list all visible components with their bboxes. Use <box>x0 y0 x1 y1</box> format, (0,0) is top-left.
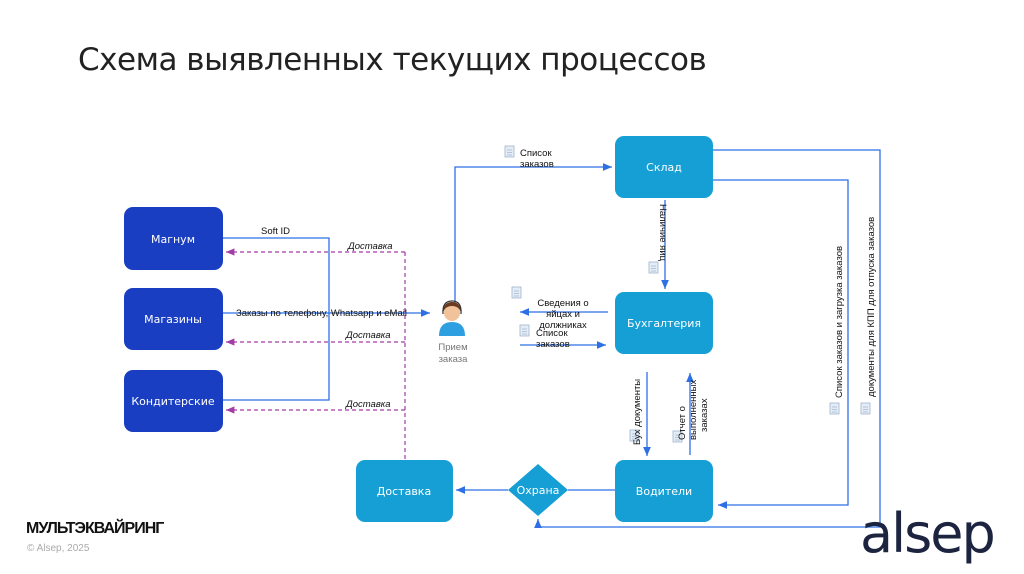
node-buhgalteria[interactable]: Бухгалтерия <box>615 292 713 354</box>
operator-icon <box>439 300 465 336</box>
edge-soft-id <box>223 237 330 401</box>
node-konditerskie[interactable]: Кондитерские <box>124 370 223 432</box>
node-dostavka[interactable]: Доставка <box>356 460 453 522</box>
node-magaziny[interactable]: Магазины <box>124 288 223 350</box>
priem-label-2: заказа <box>439 354 469 365</box>
label-svedenia-2: яйцах и <box>546 309 580 320</box>
label-svedenia-3: должниках <box>539 320 587 331</box>
label-buh-docs: Бух документы <box>632 379 643 445</box>
alsep-logo: alsep <box>860 502 996 565</box>
svg-text:Охрана: Охрана <box>517 484 560 497</box>
label-docs-kpp: документы для КПП для отпуска заказов <box>866 217 877 397</box>
label-dostavka-1: Доставка <box>347 241 393 252</box>
node-voditeli[interactable]: Водители <box>615 460 713 522</box>
node-ohrana[interactable]: Охрана <box>508 464 568 516</box>
edge-sklad-voditeli <box>713 179 849 509</box>
label-dostavka-2: Доставка <box>345 330 391 341</box>
edge-priem-sklad <box>454 163 612 305</box>
label-dostavka-3: Доставка <box>345 399 391 410</box>
label-spisok-2: заказов <box>520 159 554 170</box>
label-spisok-1: Список <box>520 148 552 159</box>
svg-text:Кондитерские: Кондитерские <box>131 395 214 408</box>
svg-text:Магазины: Магазины <box>144 313 202 326</box>
node-sklad[interactable]: Склад <box>615 136 713 198</box>
label-svedenia-1: Сведения о <box>537 298 588 309</box>
label-spisok-buh-2: заказов <box>536 339 570 350</box>
svg-text:Бухгалтерия: Бухгалтерия <box>627 317 701 330</box>
page-title: Схема выявленных текущих процессов <box>78 42 707 78</box>
label-spisok-buh-1: Список <box>536 328 568 339</box>
label-nalichie: Наличие яиц <box>657 204 668 262</box>
label-otchet-3: заказах <box>699 398 710 432</box>
svg-text:Доставка: Доставка <box>377 485 431 498</box>
edge-kpp <box>534 149 881 529</box>
label-soft-id: Soft ID <box>261 226 290 237</box>
label-spisok-zagruzka: Список заказов и загрузка заказов <box>834 246 845 398</box>
label-otchet-1: Отчет о <box>677 406 688 440</box>
copyright: © Alsep, 2025 <box>27 543 90 554</box>
brand-logo: МУЛЬТЭКВАЙРИНГ <box>26 520 164 537</box>
svg-text:Склад: Склад <box>646 161 682 174</box>
label-otchet-2: выполненных <box>688 380 699 440</box>
label-zakazy: Заказы по телефону, Whatsapp и eMail <box>236 308 407 319</box>
svg-text:Магнум: Магнум <box>151 233 195 246</box>
priem-label-1: Прием <box>438 342 467 353</box>
svg-text:Водители: Водители <box>636 485 692 498</box>
node-magnum[interactable]: Магнум <box>124 207 223 270</box>
